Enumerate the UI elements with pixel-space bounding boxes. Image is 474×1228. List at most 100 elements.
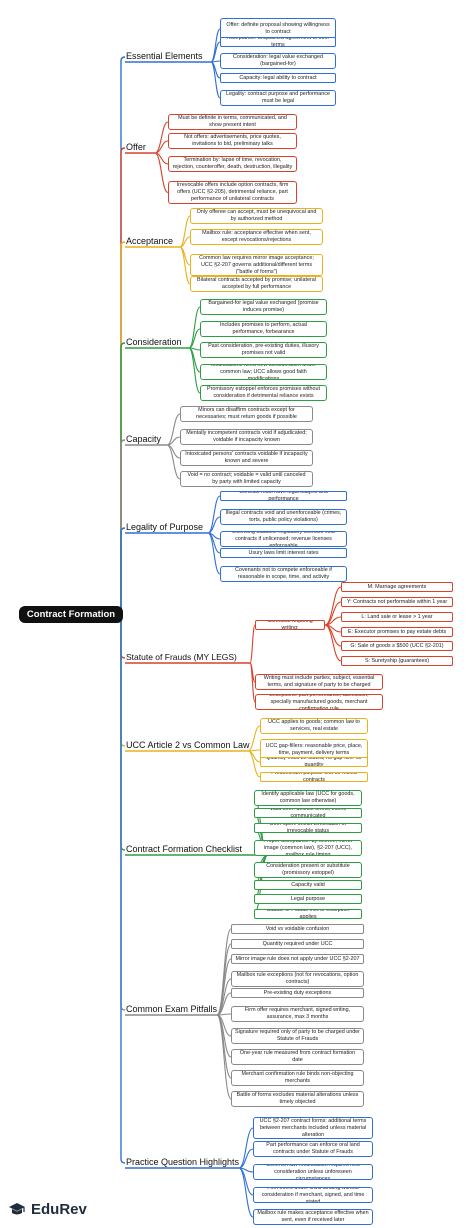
- branch-consideration[interactable]: Consideration: [126, 337, 182, 347]
- sof-mylegs-item[interactable]: S: Suretyship (guarantees): [341, 656, 453, 666]
- ucc-leaf[interactable]: Quantity must be stated; no gap-filler f…: [260, 757, 368, 767]
- connector-line: [247, 750, 261, 778]
- connector-line: [238, 1167, 254, 1218]
- offer-leaf[interactable]: Termination by: lapse of time, revocatio…: [168, 156, 297, 172]
- connector-line: [210, 28, 221, 63]
- checklist-leaf[interactable]: Statute of Frauds met or exception appli…: [254, 909, 362, 919]
- connector-line: [116, 613, 126, 1164]
- sof-mylegs-item[interactable]: L: Land sale or lease > 1 year: [341, 612, 453, 622]
- connector-line: [247, 725, 261, 752]
- branch-sof[interactable]: Statute of Frauds (MY LEGS): [126, 652, 237, 662]
- connector-line: [154, 121, 169, 154]
- consideration-leaf[interactable]: Bargained-for legal value exchanged (pro…: [200, 299, 327, 315]
- branch-checklist[interactable]: Contract Formation Checklist: [126, 844, 243, 854]
- offer-leaf[interactable]: Must be definite in terms, communicated,…: [168, 114, 297, 130]
- practice-leaf[interactable]: Mailbox rule makes acceptance effective …: [253, 1209, 373, 1225]
- practice-leaf[interactable]: Firm offers under UCC binding without co…: [253, 1187, 373, 1203]
- checklist-leaf[interactable]: Legal purpose: [254, 894, 362, 904]
- pitfalls-leaf[interactable]: One-year rule measured from contract for…: [231, 1049, 364, 1065]
- connector-line: [207, 532, 221, 575]
- branch-pitfalls[interactable]: Common Exam Pitfalls: [126, 1004, 218, 1014]
- checklist-leaf[interactable]: Capacity valid: [254, 880, 362, 890]
- consideration-leaf[interactable]: Promissory estoppel enforces promises wi…: [200, 385, 327, 401]
- checklist-leaf[interactable]: Offer open: check termination or irrevoc…: [254, 823, 362, 833]
- pitfalls-leaf[interactable]: Mirror image rule does not apply under U…: [231, 954, 364, 964]
- branch-essential[interactable]: Essential Elements: [126, 51, 203, 61]
- connector-line: [324, 624, 342, 662]
- connector-line: [216, 1014, 232, 1100]
- pitfalls-leaf[interactable]: Quantity required under UCC: [231, 939, 364, 949]
- branch-legality[interactable]: Legality of Purpose: [126, 522, 204, 532]
- pitfalls-leaf[interactable]: Mailbox rule exceptions (not for revocat…: [231, 971, 364, 987]
- capacity-leaf[interactable]: Intoxicated persons' contracts voidable …: [180, 450, 313, 466]
- checklist-leaf[interactable]: Proper acceptance: by offeree, mirror im…: [254, 840, 362, 856]
- pitfalls-leaf[interactable]: Battle of forms excludes material altera…: [231, 1091, 364, 1107]
- checklist-leaf[interactable]: Consideration present or substitute (pro…: [254, 862, 362, 878]
- connector-line: [238, 1127, 254, 1169]
- acceptance-leaf[interactable]: Only offeree can accept, must be unequiv…: [190, 208, 323, 224]
- branch-practice[interactable]: Practice Question Highlights: [126, 1157, 240, 1167]
- sof-writing-node[interactable]: Contracts requiring writing:: [255, 620, 325, 630]
- essential-leaf[interactable]: Acceptance: unqualified agreement to off…: [220, 37, 336, 47]
- essential-leaf[interactable]: Capacity: legal ability to contract: [220, 73, 336, 83]
- checklist-leaf[interactable]: Identify applicable law (UCC for goods, …: [254, 790, 362, 806]
- sof-mylegs-item[interactable]: E: Executor promises to pay estate debts: [341, 627, 453, 637]
- connector-line: [210, 61, 221, 99]
- sof-leaf[interactable]: Exceptions: part performance, admission,…: [255, 694, 383, 710]
- practice-leaf[interactable]: Part performance can enforce oral land c…: [253, 1141, 373, 1157]
- acceptance-leaf[interactable]: Bilateral contracts accepted by promise;…: [190, 276, 323, 292]
- acceptance-leaf[interactable]: Common law requires mirror image accepta…: [190, 254, 323, 276]
- sof-mylegs-item[interactable]: M: Marriage agreements: [341, 582, 453, 592]
- connector-line: [154, 140, 169, 154]
- consideration-leaf[interactable]: Includes promises to perform, actual per…: [200, 321, 327, 337]
- connector-line: [179, 246, 191, 285]
- graduation-cap-icon: [9, 1203, 25, 1215]
- edurev-logo[interactable]: EduRev: [8, 1201, 87, 1219]
- legality-leaf[interactable]: Licensing statutes: regulatory licenses …: [220, 531, 347, 547]
- practice-leaf[interactable]: UCC §2-207 contract forms: additional te…: [253, 1117, 373, 1139]
- pitfalls-leaf[interactable]: Void vs voidable confusion: [231, 924, 364, 934]
- connector-line: [216, 992, 232, 1016]
- acceptance-leaf[interactable]: Mailbox rule: acceptance effective when …: [190, 229, 323, 245]
- legality-leaf[interactable]: Contract must have legal subject and per…: [220, 491, 347, 501]
- pitfalls-leaf[interactable]: Firm offer requires merchant, signed wri…: [231, 1006, 364, 1022]
- legality-leaf[interactable]: Covenants not to compete enforceable if …: [220, 566, 347, 582]
- ucc-leaf[interactable]: Predominant purpose test for mixed contr…: [260, 772, 368, 782]
- essential-leaf[interactable]: Consideration: legal value exchanged (ba…: [220, 53, 336, 69]
- connector-line: [188, 306, 201, 349]
- connector-line: [166, 444, 181, 480]
- legality-leaf[interactable]: Illegal contracts void and unenforceable…: [220, 509, 347, 525]
- branch-acceptance[interactable]: Acceptance: [126, 236, 174, 246]
- connector-line: [216, 928, 232, 1016]
- ucc-leaf[interactable]: UCC applies to goods; common law to serv…: [260, 718, 368, 734]
- connector-line: [116, 527, 126, 616]
- pitfalls-leaf[interactable]: Merchant confirmation rule binds non-obj…: [231, 1070, 364, 1086]
- pitfalls-leaf[interactable]: Pre-existing duty exceptions: [231, 988, 364, 998]
- connector-line: [154, 152, 169, 194]
- branch-capacity[interactable]: Capacity: [126, 434, 162, 444]
- sof-leaf[interactable]: Writing must include parties, subject, e…: [255, 674, 383, 690]
- connector-line: [207, 495, 221, 534]
- pitfalls-leaf[interactable]: Signature required only of party to be c…: [231, 1028, 364, 1044]
- connector-line: [238, 1148, 254, 1169]
- sof-mylegs-item[interactable]: Y: Contracts not performable within 1 ye…: [341, 597, 453, 607]
- consideration-leaf[interactable]: Past consideration, pre-existing duties,…: [200, 342, 327, 358]
- branch-ucc[interactable]: UCC Article 2 vs Common Law: [126, 740, 250, 750]
- offer-leaf[interactable]: Irrevocable offers include option contra…: [168, 181, 297, 204]
- checklist-leaf[interactable]: Valid offer: definite terms, intent, com…: [254, 808, 362, 818]
- branch-offer[interactable]: Offer: [126, 142, 146, 152]
- connector-line: [188, 347, 201, 394]
- capacity-leaf[interactable]: Void = no contract; voidable = valid unt…: [180, 471, 313, 487]
- connector-line: [188, 328, 201, 349]
- consideration-leaf[interactable]: Modifications need new consideration und…: [200, 364, 327, 380]
- sof-mylegs-item[interactable]: G: Sale of goods ≥ $500 (UCC §2-201): [341, 641, 453, 651]
- connector-line: [249, 662, 256, 703]
- capacity-leaf[interactable]: Mentally incompetent contracts void if a…: [180, 429, 313, 445]
- legality-leaf[interactable]: Usury laws limit interest rates: [220, 548, 347, 558]
- practice-leaf[interactable]: Common law modification requires new con…: [253, 1164, 373, 1180]
- connector-line: [166, 413, 181, 446]
- offer-leaf[interactable]: Not offers: advertisements, price quotes…: [168, 133, 297, 149]
- capacity-leaf[interactable]: Minors can disaffirm contracts except fo…: [180, 406, 313, 422]
- essential-leaf[interactable]: Legality: contract purpose and performan…: [220, 90, 336, 106]
- root-node-contract-formation[interactable]: Contract Formation: [19, 606, 123, 623]
